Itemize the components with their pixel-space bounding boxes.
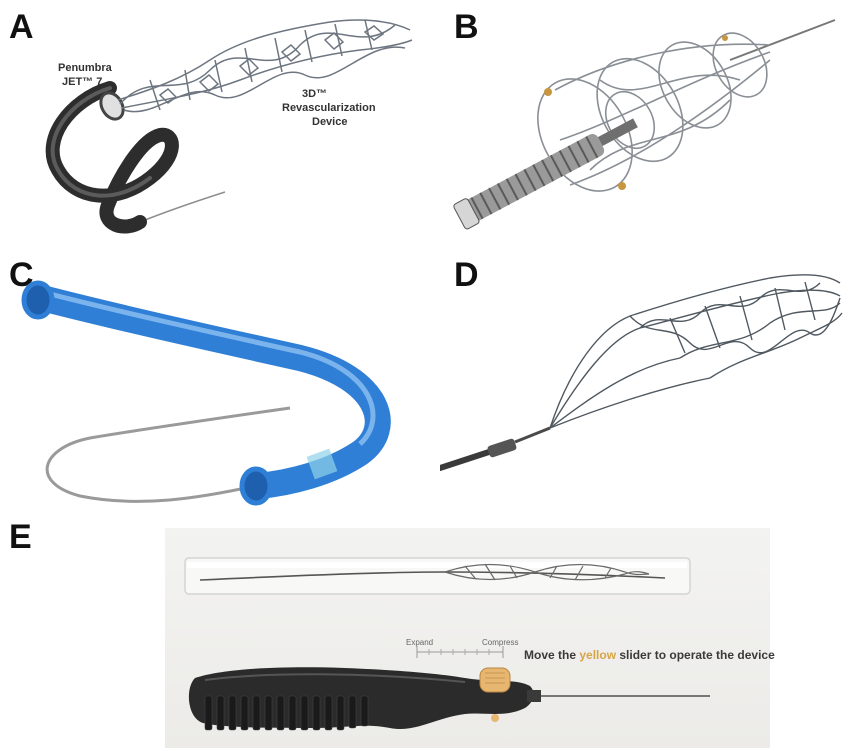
panel-e-image [184, 557, 710, 731]
device-label-line3: Device [312, 116, 348, 128]
instruction-suffix: slider to operate the device [616, 648, 775, 662]
panel-d-image [440, 274, 843, 471]
device-label-line2: Revascularization [282, 102, 376, 114]
panel-label-d: D [454, 256, 479, 294]
catheter-label-line2: JET™ 7 [62, 76, 103, 88]
scale-compress-label: Compress [482, 638, 519, 647]
panel-label-a: A [9, 8, 34, 46]
panel-label-e: E [9, 518, 32, 556]
panel-label-b: B [454, 8, 479, 46]
slider-instruction: Move the yellow slider to operate the de… [524, 648, 775, 662]
scale-expand-label: Expand [406, 638, 434, 647]
panel-a-image [45, 19, 413, 234]
panel-c-image [21, 280, 391, 506]
instruction-highlight: yellow [579, 648, 617, 662]
catheter-label-line1: Penumbra [58, 62, 112, 74]
device-label-line1: 3D™ [302, 88, 328, 100]
panel-b-image [453, 19, 836, 230]
instruction-prefix: Move the [524, 648, 580, 662]
